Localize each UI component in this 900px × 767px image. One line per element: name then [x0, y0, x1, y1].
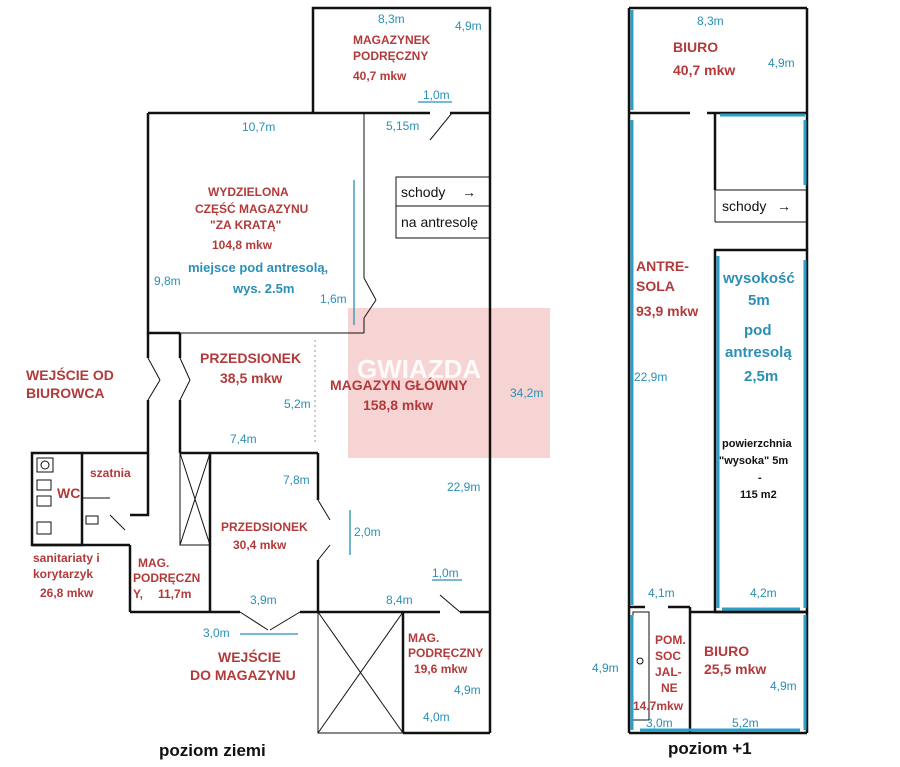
krata-label-1: WYDZIELONA	[208, 185, 289, 199]
schody-label: schody	[401, 184, 445, 200]
powierzchnia-dim-bottom: 4,2m	[750, 586, 777, 600]
mag-pod2-label-2: PODRĘCZNY	[408, 646, 483, 660]
magazynek-label-2: PODRĘCZNY	[353, 49, 428, 63]
wejscie-biurowca-2: BIUROWCA	[26, 385, 105, 401]
mag-small-label-2: PODRĘCZN	[133, 571, 200, 585]
mag-small-area: 11,7m	[158, 587, 191, 601]
wysokosc-label-3: pod	[744, 322, 772, 339]
pom-soc-label-1: POM.	[655, 633, 686, 647]
wejscie-mag-2: DO MAGAZYNU	[190, 667, 296, 683]
wejscie-mag-1: WEJŚCIE	[218, 648, 281, 665]
schody-dim-top: 5,15m	[386, 119, 419, 133]
antresola-dim-left: 22,9m	[634, 370, 667, 384]
przedsionek1-name: PRZEDSIONEK	[200, 350, 301, 366]
wejscie-biurowca-1: WEJŚCIE OD	[26, 366, 114, 383]
schody-antresola-label: na antresolę	[401, 214, 478, 230]
biuro1-name: BIURO	[673, 39, 718, 55]
pom-soc-label-2: SOC	[655, 649, 681, 663]
powierzchnia-label-3: -	[758, 472, 762, 484]
magazynek-label-1: MAGAZYNEK	[353, 33, 431, 47]
schody-box-2	[395, 205, 491, 239]
magazynek-dim-right: 4,9m	[455, 19, 482, 33]
sink-icon	[636, 657, 644, 665]
biuro2-dim-bottom: 5,2m	[732, 716, 759, 730]
przedsionek1-area: 38,5 mkw	[220, 370, 282, 386]
krata-dim-left: 9,8m	[154, 274, 181, 288]
upper-walls	[627, 6, 809, 735]
krata-note-2: wys. 2.5m	[232, 281, 294, 296]
magazyn-dim-right: 34,2m	[510, 386, 543, 400]
krata-note-1: miejsce pod antresolą,	[188, 260, 328, 275]
sanitariaty-area: 26,8 mkw	[40, 586, 94, 600]
krata-dim-top: 10,7m	[242, 120, 275, 134]
magazyn-glowny-area: 158,8 mkw	[363, 397, 433, 413]
biuro1-area: 40,7 mkw	[673, 62, 735, 78]
krata-label-2: CZĘŚĆ MAGAZYNU	[195, 201, 308, 216]
powierzchnia-label-2: "wysoka" 5m	[719, 455, 788, 467]
antresola-label-2: SOLA	[636, 278, 675, 294]
mag-pod2-area: 19,6 mkw	[414, 662, 468, 676]
magazynek-dim-door: 1,0m	[423, 88, 450, 102]
mag-pod2-dim-right: 4,9m	[454, 683, 481, 697]
wc-label: WC	[57, 485, 80, 501]
przedsionek2-area: 30,4 mkw	[233, 538, 287, 552]
mag-pod2-label-1: MAG.	[408, 631, 439, 645]
pom-soc-area: 14.7mkw	[633, 699, 684, 713]
magazynek-dim-top: 8,3m	[378, 12, 405, 26]
magazynek-area: 40,7 mkw	[353, 69, 407, 83]
watermark-text: GWIAZDA	[357, 354, 481, 384]
upper-schody-label: schody	[722, 198, 766, 214]
wejscie-mag-dim-door: 3,0m	[203, 626, 230, 640]
biuro1-dim-right: 4,9m	[768, 56, 795, 70]
biuro2-area: 25,5 mkw	[704, 661, 766, 677]
sanitariaty-label-1: sanitariaty i	[33, 551, 100, 565]
wysokosc-label-4: antresolą	[725, 344, 792, 361]
pom-soc-label-3: JAL-	[655, 665, 682, 679]
mag-pod2-dim-top: 8,4m	[386, 593, 413, 607]
pom-soc-dim-left: 4,9m	[592, 661, 619, 675]
przedsionek1-dim-h: 5,2m	[284, 397, 311, 411]
mag-pod2-dim-bottom: 4,0m	[423, 710, 450, 724]
krata-label-3: "ZA KRATĄ"	[210, 218, 281, 232]
antresola-label-1: ANTRE-	[636, 258, 689, 274]
schody-arrow: →	[462, 184, 476, 200]
szatnia-label: szatnia	[90, 466, 131, 480]
antresola-dim-bottom: 4,1m	[648, 586, 675, 600]
pom-soc-label-4: NE	[661, 681, 678, 695]
krata-area: 104,8 mkw	[212, 238, 273, 252]
przedsionek2-name: PRZEDSIONEK	[221, 520, 308, 534]
watermark-box	[348, 308, 550, 458]
biuro2-name: BIURO	[704, 643, 749, 659]
przedsionek1-dim-w: 7,4m	[230, 432, 257, 446]
magazyn-dim-door: 2,0m	[354, 525, 381, 539]
sanitariaty-label-2: korytarzyk	[33, 567, 93, 581]
toilet-icon	[36, 457, 99, 535]
przedsionek2-dim-h: 7,8m	[283, 473, 310, 487]
magazyn-glowny-name: MAGAZYN GŁÓWNY	[330, 376, 468, 393]
mag-small-label-1: MAG.	[138, 556, 169, 570]
biuro1-dim-top: 8,3m	[697, 14, 724, 28]
antresola-area: 93,9 mkw	[636, 303, 698, 319]
wysokosc-label-2: 5m	[748, 292, 770, 309]
powierzchnia-label-4: 115 m2	[740, 489, 777, 501]
wysokosc-label-5: 2,5m	[744, 368, 778, 385]
upper-schody-arrow: →	[777, 198, 791, 214]
przedsionek2-dim-bottom: 3,9m	[250, 593, 277, 607]
mag-small-label-3: Y,	[133, 587, 143, 601]
magazyn-dim-mid: 22,9m	[447, 480, 480, 494]
wysokosc-label-1: wysokość	[722, 270, 795, 287]
ground-caption: poziom ziemi	[159, 741, 266, 760]
powierzchnia-label-1: powierzchnia	[722, 438, 793, 450]
mag-pod2-dim-door: 1,0m	[432, 566, 459, 580]
krata-dim-right: 1,6m	[320, 292, 347, 306]
upper-blue-walls	[630, 10, 807, 732]
upper-caption: poziom +1	[668, 739, 752, 758]
pom-soc-dim-bottom: 3,0m	[646, 716, 673, 730]
biuro2-dim-right: 4,9m	[770, 679, 797, 693]
